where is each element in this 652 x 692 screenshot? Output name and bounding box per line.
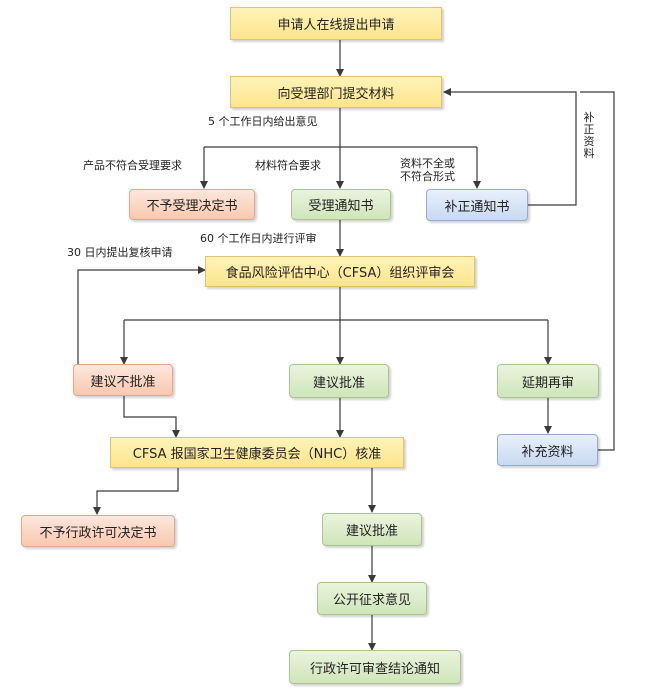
- node-recommend-approve-1[interactable]: 建议批准: [289, 364, 389, 398]
- node-recommend-reject[interactable]: 建议不批准: [73, 364, 173, 396]
- label-five-days: 5 个工作日内给出意见: [208, 115, 318, 128]
- connector-reject-to-nhc: [123, 396, 180, 438]
- node-apply-online[interactable]: 申请人在线提出申请: [230, 7, 442, 40]
- node-public-comment[interactable]: 公开征求意见: [317, 582, 427, 615]
- label-meet: 材料符合要求: [255, 159, 321, 172]
- label-thirty-days: 30 日内提出复核申请: [67, 246, 173, 259]
- node-correction-notice[interactable]: 补正通知书: [426, 189, 528, 221]
- connector-supplement-loop: [580, 91, 615, 451]
- node-acceptance-notice[interactable]: 受理通知书: [291, 189, 391, 220]
- label-correction-side: 补正资料: [583, 111, 595, 160]
- node-recommend-approve-2[interactable]: 建议批准: [322, 513, 422, 546]
- connector-correction-loop: [443, 88, 577, 206]
- node-submit-materials[interactable]: 向受理部门提交材料: [230, 76, 442, 108]
- node-supplement-materials[interactable]: 补充资料: [497, 434, 598, 466]
- node-no-admin-license[interactable]: 不予行政许可决定书: [21, 515, 175, 547]
- node-final-notice[interactable]: 行政许可审查结论通知: [289, 650, 461, 684]
- label-incomplete-line2: 不符合形式: [400, 170, 455, 183]
- connector-recheck-loop: [77, 266, 206, 364]
- node-postpone-review[interactable]: 延期再审: [497, 364, 599, 398]
- node-cfsa-review[interactable]: 食品风险评估中心（CFSA）组织评审会: [205, 256, 475, 287]
- label-sixty-days: 60 个工作日内进行评审: [200, 232, 317, 245]
- node-reject-acceptance[interactable]: 不予受理决定书: [129, 189, 255, 220]
- node-nhc-approval[interactable]: CFSA 报国家卫生健康委员会（NHC）核准: [110, 437, 404, 468]
- label-incomplete-line1: 资料不全或: [400, 157, 455, 170]
- label-not-meet: 产品不符合受理要求: [83, 159, 182, 172]
- connector-nhc-to-no-license: [93, 468, 179, 515]
